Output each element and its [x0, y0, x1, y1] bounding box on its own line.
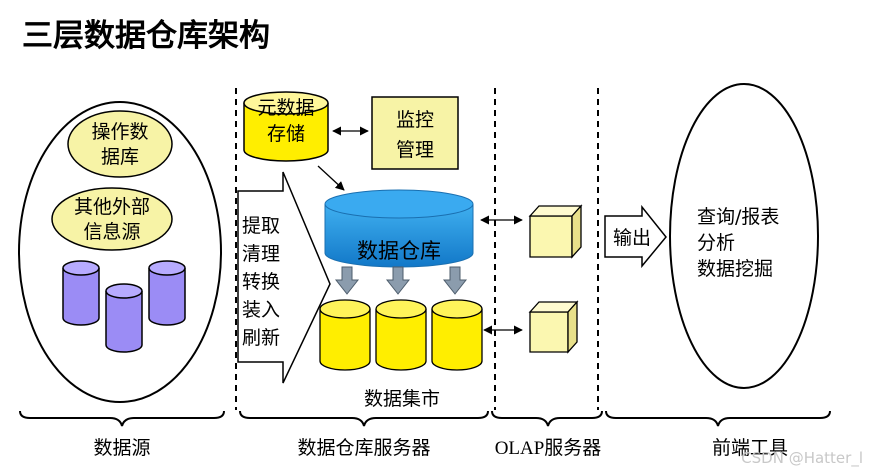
- data-warehouse-cylinder: 数据仓库: [324, 189, 474, 268]
- meta-line2: 存储: [267, 123, 305, 145]
- label-warehouse-server: 数据仓库服务器: [297, 437, 430, 459]
- etl-line2: 清理: [242, 243, 280, 265]
- brace-warehouse: [239, 410, 489, 427]
- bubble2-line1: 其他外部: [74, 196, 150, 218]
- down-arrow-3: [442, 266, 468, 295]
- olap-cube-2: [528, 300, 579, 354]
- etl-process-arrow: 提取 清理 转换 装入 刷新: [237, 171, 331, 384]
- monitor-line2: 管理: [396, 139, 434, 161]
- frontend-ellipse: [669, 83, 819, 389]
- monitor-box: 监控 管理: [371, 96, 459, 170]
- operational-db-bubble: 操作数 据库: [67, 110, 173, 178]
- label-data-source: 数据源: [93, 437, 150, 459]
- etl-line4: 装入: [242, 299, 280, 321]
- bubble1-line2: 据库: [101, 146, 139, 168]
- warehouse-label: 数据仓库: [357, 239, 441, 263]
- down-arrow-2: [385, 266, 411, 295]
- source-cylinder-1: [62, 260, 100, 326]
- external-info-bubble: 其他外部 信息源: [51, 187, 173, 251]
- datamart-cylinder-3: [431, 299, 483, 371]
- source-cylinder-3: [105, 283, 143, 353]
- monitor-line1: 监控: [396, 109, 434, 131]
- meta-line1: 元数据: [257, 97, 314, 119]
- output-arrow: 输出: [604, 204, 667, 269]
- brace-source: [19, 410, 225, 427]
- label-olap-server: OLAP服务器: [495, 437, 602, 459]
- etl-line1: 提取: [242, 215, 280, 237]
- source-cylinder-2: [148, 260, 186, 326]
- down-arrow-1: [334, 266, 360, 295]
- bubble2-line2: 信息源: [83, 221, 140, 243]
- meta-warehouse-arrow: [317, 165, 345, 191]
- source-ellipse: [18, 101, 222, 403]
- tool-line1: 查询/报表: [697, 206, 779, 228]
- output-label: 输出: [613, 227, 651, 249]
- watermark: CSDN @Hatter_l: [741, 449, 863, 467]
- brace-olap: [491, 410, 603, 427]
- brace-frontend: [605, 410, 831, 427]
- bubble1-line1: 操作数: [91, 121, 148, 143]
- datamart-label: 数据集市: [364, 388, 440, 410]
- metadata-storage-cylinder: 元数据 存储: [243, 91, 329, 162]
- tool-line3: 数据挖掘: [697, 258, 773, 280]
- tool-line2: 分析: [697, 232, 735, 254]
- etl-line3: 转换: [242, 271, 280, 293]
- etl-line5: 刷新: [242, 327, 280, 349]
- label-frontend-tools: 前端工具: [712, 437, 788, 459]
- datamart-cylinder-1: [319, 299, 371, 371]
- olap-cube-1: [528, 204, 583, 259]
- page-title: 三层数据仓库架构: [22, 18, 270, 54]
- datamart-cylinder-2: [375, 299, 427, 371]
